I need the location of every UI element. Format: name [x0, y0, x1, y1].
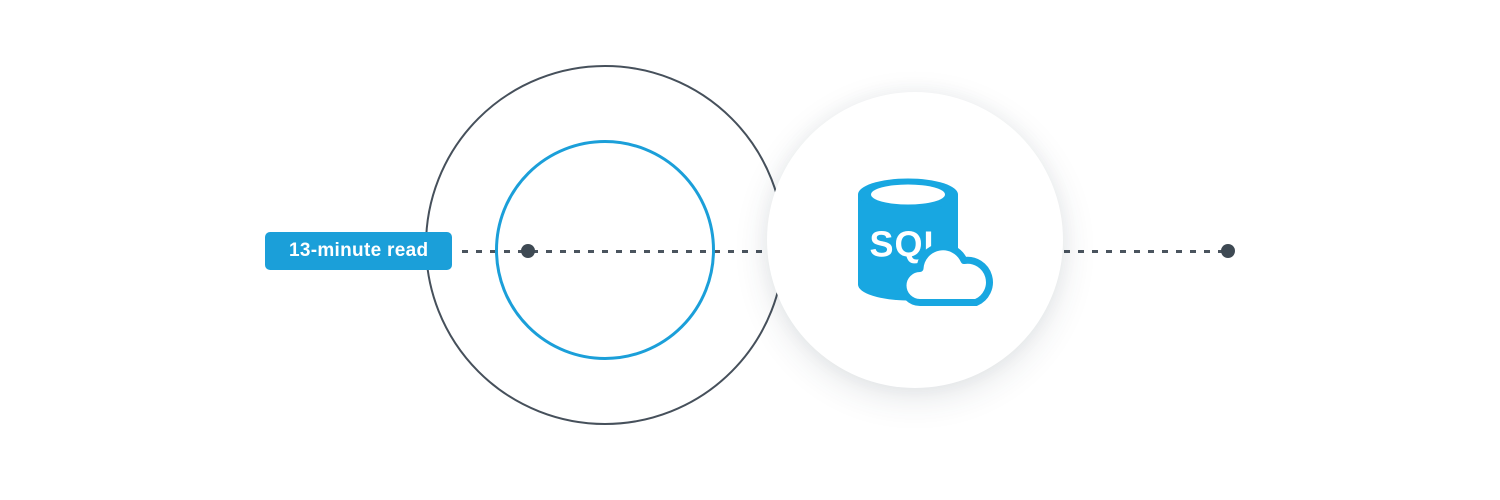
database-cylinder-opening	[871, 184, 945, 205]
read-time-badge: 13-minute read	[265, 232, 453, 270]
timeline-dot-right	[1221, 244, 1235, 258]
timeline-dot-left	[521, 244, 535, 258]
inner-outline-circle	[495, 140, 715, 360]
sql-database-cloud-icon: SQL	[858, 178, 993, 306]
sql-icon-circle: SQL	[767, 92, 1063, 388]
cloud-outline	[899, 243, 993, 306]
cloud-icon	[899, 243, 993, 306]
read-time-label: 13-minute read	[289, 240, 429, 261]
